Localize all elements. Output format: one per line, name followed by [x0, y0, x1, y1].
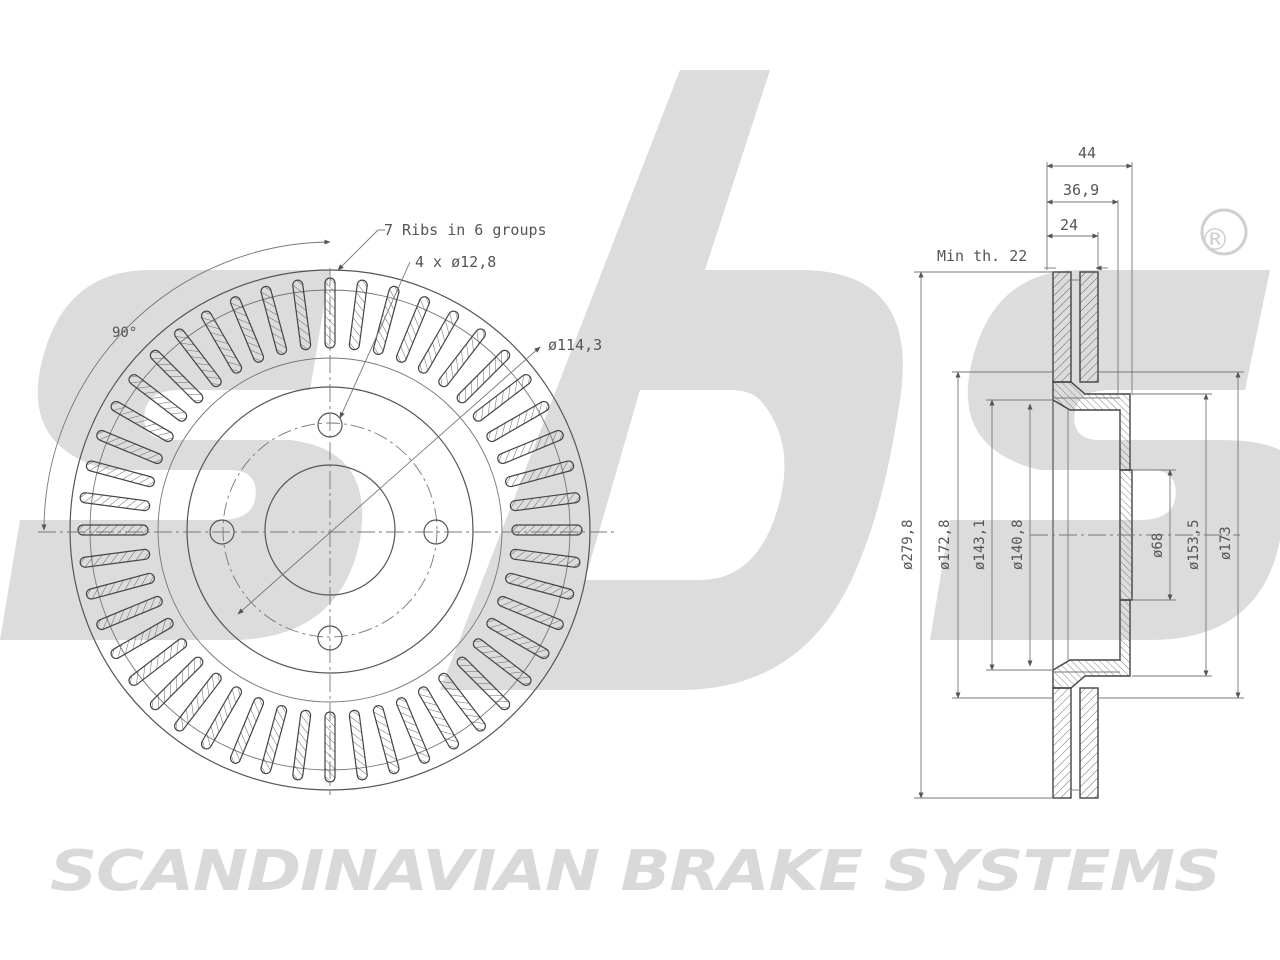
cooling-rib [438, 672, 486, 732]
inner-plate-upper [1079, 271, 1099, 383]
dim-153-5-label: ø153,5 [1186, 519, 1202, 570]
cooling-rib [85, 572, 155, 600]
cooling-rib [128, 638, 188, 686]
cooling-rib [174, 672, 222, 732]
cooling-rib [348, 709, 368, 781]
dim-143-1-label: ø143,1 [972, 519, 988, 570]
angle-arc [41, 239, 331, 531]
inner-plate-lower [1079, 687, 1099, 799]
pcd-diameter-line [237, 346, 541, 615]
cooling-rib [456, 656, 511, 711]
cooling-rib [96, 595, 163, 631]
cooling-rib [292, 709, 312, 781]
pcd-label: ø114,3 [548, 336, 602, 354]
front-view: 90° 7 Ribs in 6 groups 4 x ø12,8 ø114,3 [38, 221, 615, 795]
cooling-rib [200, 686, 243, 750]
cooling-rib [348, 279, 368, 351]
cooling-rib [372, 285, 400, 355]
ribs-label: 7 Ribs in 6 groups [384, 221, 547, 239]
side-view: 44 36,9 24 Min th. 22 ø279,8 ø172,8 ø143… [900, 144, 1244, 799]
dim-172-8-label: ø172,8 [937, 519, 953, 570]
dim-140-8-label: ø140,8 [1010, 519, 1026, 570]
outer-plate-lower [1052, 687, 1072, 799]
cooling-rib [260, 705, 288, 775]
cooling-rib [417, 686, 460, 750]
cooling-rib [372, 705, 400, 775]
dim-24-label: 24 [1060, 216, 1078, 234]
dim-44-label: 44 [1078, 144, 1096, 162]
dim-279-8-label: ø279,8 [900, 519, 916, 570]
brand-tagline: SCANDINAVIAN BRAKE SYSTEMS [50, 839, 1220, 904]
cooling-rib [511, 524, 583, 536]
cooling-rib [79, 492, 151, 512]
cooling-rib [110, 617, 174, 660]
ribs-leader [337, 229, 379, 271]
bolt-holes-label: 4 x ø12,8 [415, 253, 496, 271]
outer-plate-upper [1052, 271, 1072, 383]
cooling-rib [395, 697, 431, 764]
cooling-rib [79, 548, 151, 568]
cooling-rib [77, 524, 149, 536]
dim-68-label: ø68 [1150, 533, 1166, 558]
min-th-label: Min th. 22 [937, 247, 1027, 265]
registered-mark-circle [1200, 208, 1248, 256]
cooling-rib [149, 656, 204, 711]
cooling-rib [229, 697, 265, 764]
dim-173-label: ø173 [1218, 526, 1234, 560]
cooling-rib [472, 638, 532, 686]
angle-label: 90° [112, 325, 137, 341]
dim-36-9-label: 36,9 [1063, 181, 1099, 199]
cooling-rib [486, 617, 550, 660]
